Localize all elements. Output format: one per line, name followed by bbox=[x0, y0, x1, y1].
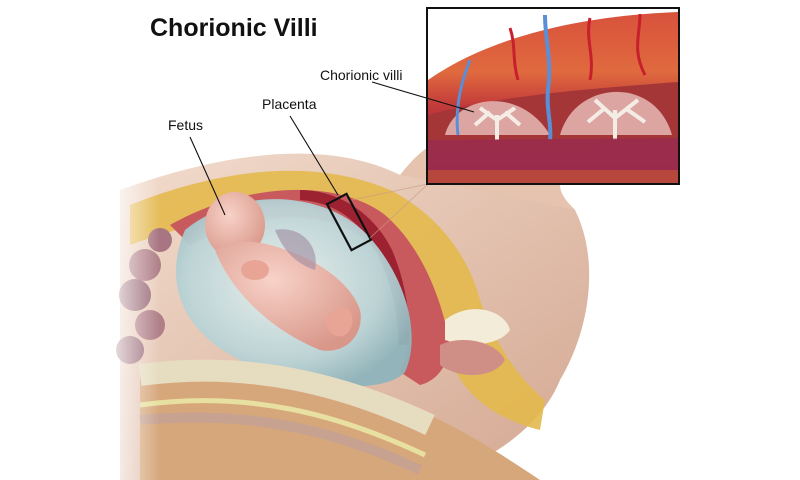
leader-fetus bbox=[189, 136, 226, 216]
fetus bbox=[205, 192, 361, 351]
page-title: Chorionic Villi bbox=[150, 14, 318, 42]
zoom-region-box bbox=[325, 192, 373, 252]
label-placenta: Placenta bbox=[262, 96, 317, 112]
leader-chorionic-villi bbox=[371, 81, 475, 113]
label-fetus: Fetus bbox=[168, 117, 204, 133]
zoom-connector-lines bbox=[351, 183, 429, 239]
fat-layer bbox=[130, 170, 545, 430]
bladder bbox=[440, 309, 510, 376]
leader-lines bbox=[189, 81, 475, 216]
label-chorionic-villi: Chorionic villi bbox=[320, 67, 403, 83]
spine bbox=[138, 359, 540, 480]
inset-panel bbox=[426, 7, 680, 185]
leader-placenta bbox=[289, 115, 339, 196]
left-fade bbox=[100, 150, 160, 480]
